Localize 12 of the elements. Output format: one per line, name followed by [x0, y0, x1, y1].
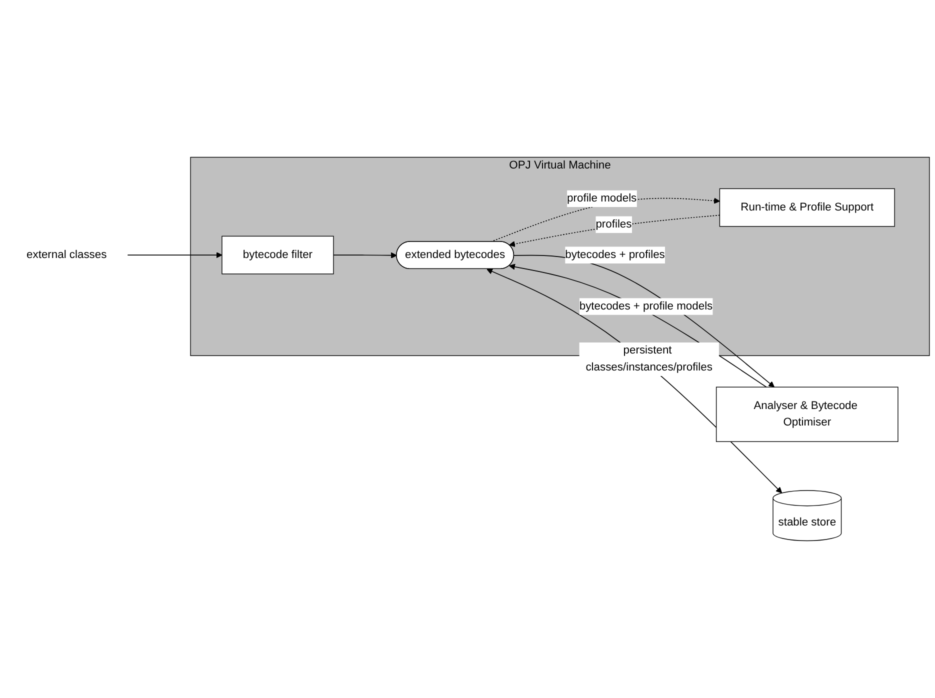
arrow: [333, 252, 397, 258]
edge-label: bytecodes + profile models: [579, 300, 713, 312]
node-box: Analyser & Bytecode Optimiser: [716, 386, 898, 442]
node-text: external classes: [26, 248, 107, 261]
arrow: [127, 252, 222, 258]
edge-label: bytecodes + profiles: [565, 248, 665, 261]
edge-label: profiles: [596, 218, 632, 230]
arrow: [486, 268, 782, 494]
node-box: Run-time & Profile Support: [719, 188, 895, 227]
node-box: bytecode filter: [222, 236, 334, 274]
arrow: [509, 214, 720, 247]
edge-label: profile models: [567, 192, 637, 204]
